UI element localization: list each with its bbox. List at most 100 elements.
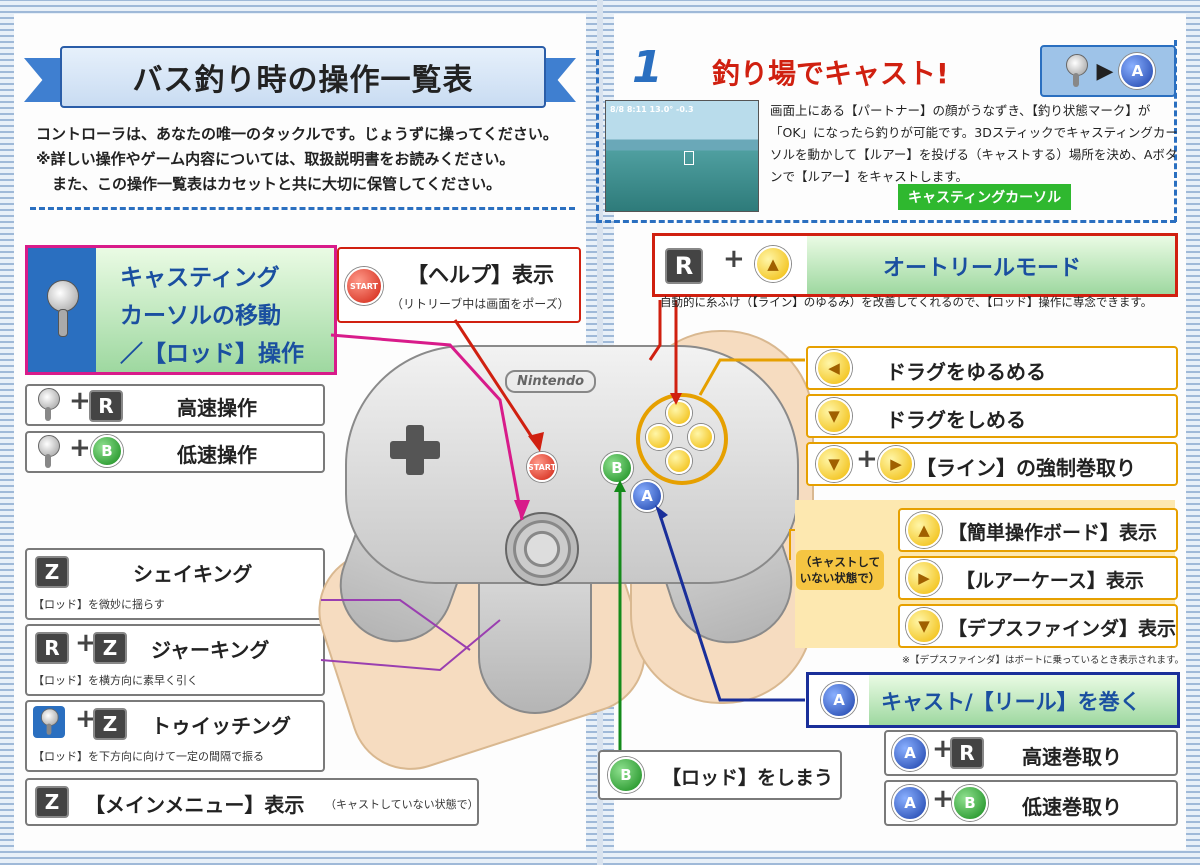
rod-put-label: 【ロッド】をしまう	[662, 767, 834, 789]
step-keys: ▶ A	[1040, 45, 1176, 97]
c-left-button-icon: ◀	[816, 350, 852, 386]
intro-line-2: ※詳しい操作やゲーム内容については、取扱説明書をお読みください。	[36, 150, 515, 168]
stick-icon	[33, 435, 63, 469]
stick-icon	[1061, 54, 1091, 88]
dpad-icon[interactable]	[390, 425, 440, 475]
plus-sign: +	[69, 386, 91, 416]
easy-board-label: 【簡単操作ボード】表示	[948, 522, 1158, 544]
arrow-icon: ▶	[1096, 58, 1114, 84]
step-title: 釣り場でキャスト!	[712, 57, 949, 90]
help-note: （リトリーブ中は画面をポーズ）	[391, 297, 570, 311]
plus-sign: +	[69, 433, 91, 463]
z-button-icon: Z	[93, 632, 127, 664]
help-label: 【ヘルプ】表示	[407, 263, 554, 287]
start-button-icon: START	[345, 267, 383, 305]
easy-board-row: ▲ 【簡単操作ボード】表示	[898, 508, 1178, 552]
plus-sign: +	[75, 628, 97, 658]
divider-left	[30, 207, 575, 210]
divider-right-v	[596, 50, 599, 220]
plus-sign: +	[932, 784, 954, 814]
fast-reel-row: A + R 高速巻取り	[884, 730, 1178, 776]
help-box: START 【ヘルプ】表示 （リトリーブ中は画面をポーズ）	[337, 247, 581, 323]
a-button[interactable]: A	[631, 480, 663, 512]
drag-tighten-row: ▼ ドラグをしめる	[806, 394, 1178, 438]
slow-reel-row: A + B 低速巻取り	[884, 780, 1178, 826]
stick-icon	[33, 388, 63, 422]
line-force-row: ▼ + ▶ 【ライン】の強制巻取り	[806, 442, 1178, 486]
jerking-note: 【ロッド】を横方向に素早く引く	[33, 674, 198, 687]
jerking-label: ジャーキング	[151, 638, 270, 662]
intro-line-3: また、この操作一覧表はカセットと共に大切に保管してください。	[52, 175, 502, 193]
plus-sign: +	[723, 244, 745, 274]
cast-reel-label: キャスト/【リール】を巻く	[881, 690, 1141, 714]
c-right-button-icon: ▶	[878, 446, 914, 482]
stick-down-icon	[33, 706, 65, 738]
start-button[interactable]: START	[527, 452, 557, 482]
plus-sign: +	[856, 444, 878, 474]
intro-text: コントローラは、あなたの唯一のタックルです。じょうずに操ってください。 ※詳しい…	[36, 122, 576, 197]
a-button-icon: A	[892, 785, 928, 821]
twitching-note: 【ロッド】を下方向に向けて一定の間隔で振る	[33, 750, 264, 763]
a-button-icon: A	[821, 682, 857, 718]
nintendo-logo: Nintendo	[505, 370, 597, 393]
casting-label-bg	[96, 248, 334, 372]
divider-right-v2	[1174, 40, 1177, 222]
fast-op-label: 高速操作	[177, 396, 257, 420]
drag-tighten-label: ドラグをしめる	[886, 408, 1026, 432]
r-button-icon: R	[89, 390, 123, 422]
casting-stick-panel	[28, 248, 96, 372]
lure-case-row: ▶ 【ルアーケース】表示	[898, 556, 1178, 600]
c-button-cluster	[636, 393, 728, 485]
z-button-icon: Z	[93, 708, 127, 740]
c-down-button-icon: ▼	[816, 446, 852, 482]
auto-reel-label-bg	[807, 236, 1175, 294]
jerking-box: R + Z ジャーキング 【ロッド】を横方向に素早く引く	[25, 624, 325, 696]
line-force-label: 【ライン】の強制巻取り	[916, 456, 1136, 480]
r-button-icon: R	[950, 737, 984, 769]
menu-label: 【メインメニュー】表示	[85, 793, 305, 817]
slow-reel-label: 低速巻取り	[1022, 795, 1122, 819]
menu-note: （キャストしていない状態で）	[325, 798, 479, 811]
c-down-button[interactable]	[666, 448, 692, 474]
z-button-icon: Z	[35, 556, 69, 588]
b-button-icon: B	[91, 435, 123, 467]
plus-sign: +	[932, 734, 954, 764]
depth-finder-label: 【デプスファインダ】表示	[948, 618, 1177, 640]
z-button-icon: Z	[35, 786, 69, 818]
b-button-icon: B	[952, 785, 988, 821]
game-screenshot: 8/8 8:11 13.0° -0.3	[605, 100, 759, 212]
auto-reel-box: R + ▲ オートリールモード	[652, 233, 1178, 297]
auto-reel-note: 自動的に糸ふけ（【ライン】のゆるみ）を改善してくれるので、【ロッド】操作に専念で…	[660, 295, 1153, 309]
slow-op-label: 低速操作	[177, 443, 257, 467]
lure-case-label: 【ルアーケース】表示	[956, 570, 1144, 592]
shaking-label: シェイキング	[133, 562, 253, 586]
casting-box: キャスティング カーソルの移動 ／【ロッド】操作	[25, 245, 337, 375]
shaking-note: 【ロッド】を微妙に揺らす	[33, 598, 165, 611]
a-button-icon: A	[892, 735, 928, 771]
stick-icon	[45, 280, 79, 340]
r-button-icon: R	[665, 248, 703, 284]
b-button[interactable]: B	[601, 452, 633, 484]
rod-put-box: B 【ロッド】をしまう	[598, 750, 842, 800]
divider-right-h	[596, 220, 1176, 223]
step-number: 1	[632, 42, 663, 93]
plus-sign: +	[75, 704, 97, 734]
shaking-box: Z シェイキング 【ロッド】を微妙に揺らす	[25, 548, 325, 620]
depth-finder-row: ▼ 【デプスファインダ】表示	[898, 604, 1178, 648]
fast-reel-label: 高速巻取り	[1022, 745, 1122, 769]
cursor-label: キャスティングカーソル	[898, 184, 1072, 210]
analog-stick[interactable]	[505, 512, 579, 586]
c-up-button[interactable]	[666, 400, 692, 426]
intro-line-1: コントローラは、あなたの唯一のタックルです。じょうずに操ってください。	[36, 125, 558, 143]
c-right-button[interactable]	[688, 424, 714, 450]
drag-loosen-label: ドラグをゆるめる	[886, 360, 1046, 384]
c-right-button-icon: ▶	[906, 560, 942, 596]
c-up-button-icon: ▲	[906, 512, 942, 548]
c-left-button[interactable]	[646, 424, 672, 450]
fast-op-row: + R 高速操作	[25, 384, 325, 426]
cast-reel-label-bg	[869, 675, 1177, 725]
c-down-button-icon: ▼	[906, 608, 942, 644]
twitching-label: トゥイッチング	[151, 714, 291, 738]
b-button-icon: B	[608, 757, 644, 793]
